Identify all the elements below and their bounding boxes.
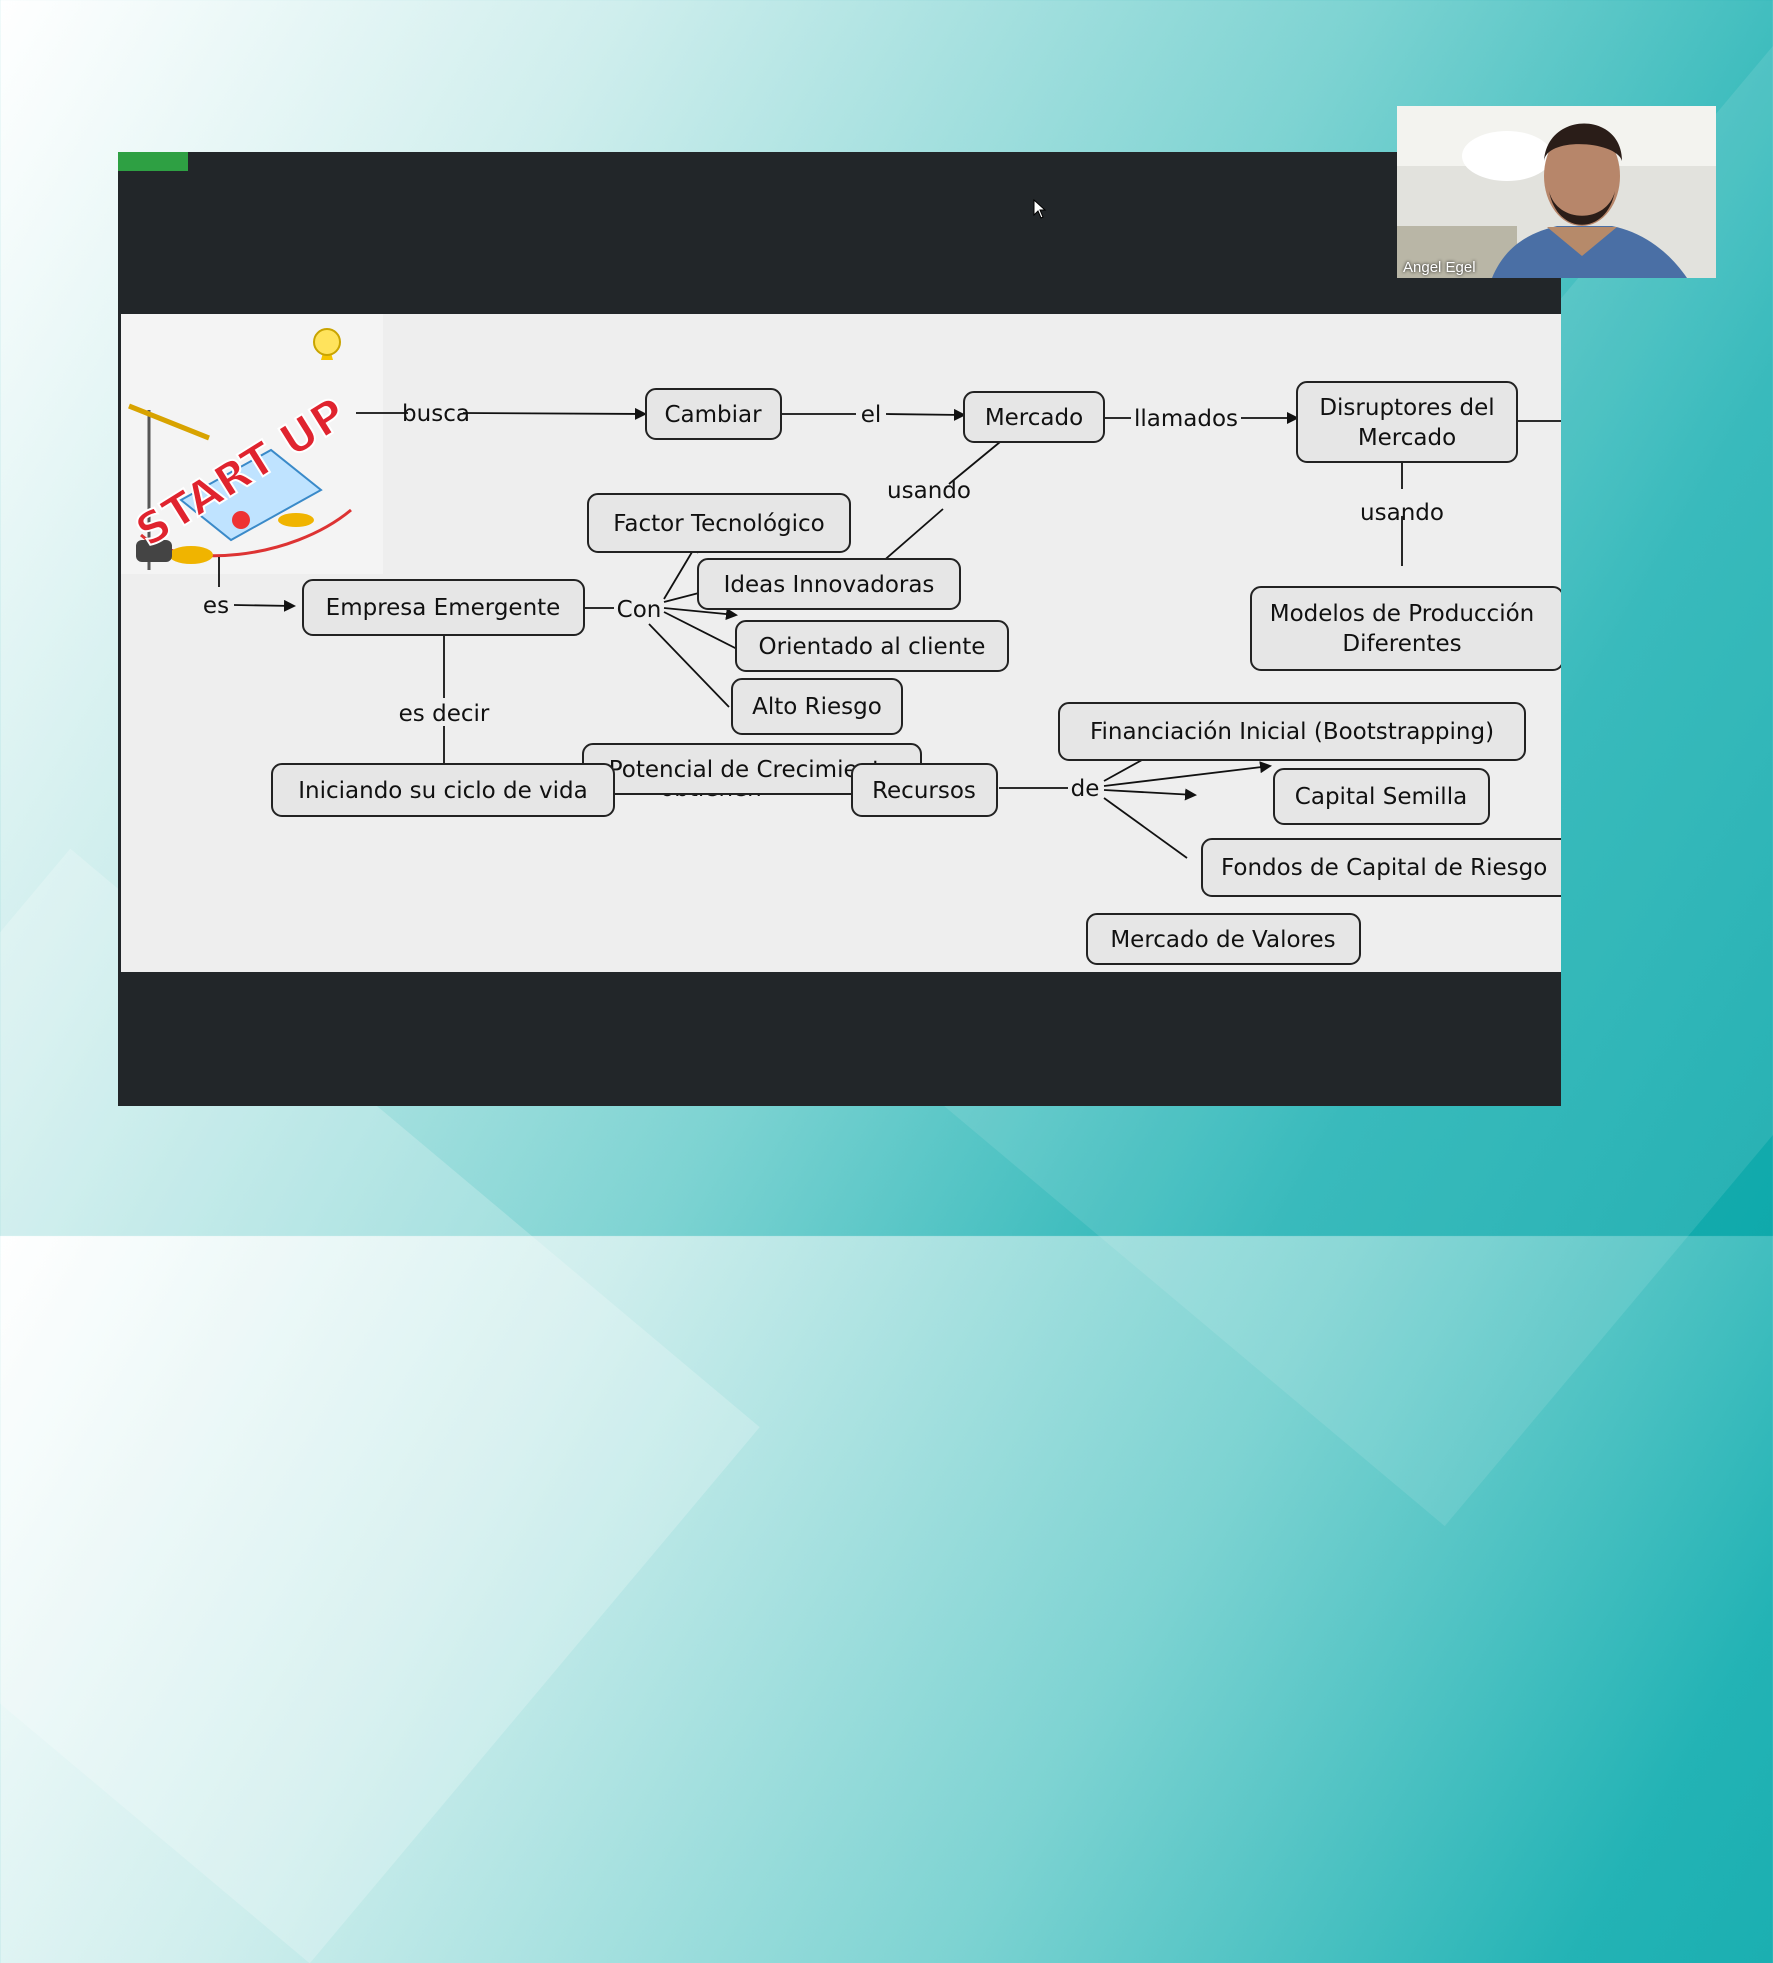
coins-icon xyxy=(169,546,213,564)
node-empresa-emergente: Empresa Emergente xyxy=(302,579,585,636)
svg-text:Cambiar: Cambiar xyxy=(664,402,762,428)
node-mercado-de-valores: Mercado de Valores xyxy=(1086,913,1361,965)
link-label-usando: usando xyxy=(1360,500,1444,526)
mouse-pointer-icon xyxy=(1033,199,1047,219)
link-label-usando: usando xyxy=(887,478,971,504)
screen-share-window: START UP xyxy=(118,152,1561,1106)
concept-map-slide: START UP xyxy=(121,314,1561,972)
crane-arm-icon xyxy=(128,403,210,441)
link-label-es: es xyxy=(203,593,229,619)
link-label-de: de xyxy=(1071,776,1100,802)
link-label-con: Con xyxy=(617,597,662,623)
link-label-el: el xyxy=(861,402,882,428)
startup-logo: START UP xyxy=(121,314,383,574)
node-potencial-de-crecimiento: Potencial de Crecimiento xyxy=(582,743,922,795)
node-fondos-de-capital-de-riesgo: Fondos de Capital de Riesgo xyxy=(1201,838,1561,897)
link-label-llamados: llamados xyxy=(1134,406,1238,432)
svg-text:Fondos de Capital de Riesgo: Fondos de Capital de Riesgo xyxy=(1221,855,1547,881)
svg-text:Alto Riesgo: Alto Riesgo xyxy=(752,694,882,720)
vr-headset-icon xyxy=(136,540,172,562)
svg-text:Potencial de Crecimiento: Potencial de Crecimiento xyxy=(609,757,896,783)
participant-video-tile[interactable]: Angel Egel xyxy=(1397,106,1716,278)
node-iniciando-su-ciclo-de-vida: Iniciando su ciclo de vida xyxy=(271,763,615,817)
node-factor-tecnologico: Factor Tecnológico xyxy=(587,493,851,553)
node-cambiar: Cambiar xyxy=(645,388,782,440)
node-recursos: Recursos xyxy=(851,763,998,817)
svg-text:Mercado de Valores: Mercado de Valores xyxy=(1110,927,1335,953)
node-capital-semilla: Capital Semilla xyxy=(1273,768,1490,825)
participant-video-feed xyxy=(1397,106,1716,278)
svg-text:Capital Semilla: Capital Semilla xyxy=(1295,784,1467,810)
svg-text:Recursos: Recursos xyxy=(872,778,976,804)
svg-text:Empresa Emergente: Empresa Emergente xyxy=(326,595,561,621)
concept-map-edges xyxy=(218,407,1561,859)
svg-text:Iniciando su ciclo de vida: Iniciando su ciclo de vida xyxy=(298,778,588,804)
node-ideas-innovadoras: Ideas Innovadoras xyxy=(697,558,961,610)
node-modelos-de-produccion: Modelos de Producción Diferentes xyxy=(1250,586,1561,671)
link-label-es-decir: es decir xyxy=(399,701,490,727)
node-mercado: Mercado xyxy=(963,391,1105,443)
svg-text:Ideas Innovadoras: Ideas Innovadoras xyxy=(724,572,935,598)
svg-text:Disruptores del: Disruptores del xyxy=(1319,395,1494,421)
node-alto-riesgo: Alto Riesgo xyxy=(731,678,903,735)
node-financiacion-inicial: Financiación Inicial (Bootstrapping) xyxy=(1058,702,1526,761)
concept-map-nodes: Cambiar Mercado Disruptores del Mercado … xyxy=(271,381,1561,965)
participant-name-label: Angel Egel xyxy=(1403,259,1476,276)
node-orientado-al-cliente: Orientado al cliente xyxy=(735,620,1009,672)
svg-text:Diferentes: Diferentes xyxy=(1342,631,1461,657)
coins-icon xyxy=(278,513,314,527)
svg-text:Mercado: Mercado xyxy=(985,405,1083,431)
svg-text:Financiación Inicial (Bootstra: Financiación Inicial (Bootstrapping) xyxy=(1090,719,1494,745)
link-label-busca: busca xyxy=(402,401,470,427)
svg-text:Mercado: Mercado xyxy=(1358,425,1456,451)
svg-text:Factor Tecnológico: Factor Tecnológico xyxy=(613,511,824,537)
concept-map-diagram: START UP xyxy=(121,314,1561,965)
svg-text:Modelos de Producción: Modelos de Producción xyxy=(1270,601,1534,627)
location-pin-icon xyxy=(232,511,250,529)
svg-text:Orientado al cliente: Orientado al cliente xyxy=(759,634,986,660)
share-indicator xyxy=(118,152,188,171)
node-disruptores-del-mercado: Disruptores del Mercado xyxy=(1296,381,1518,463)
